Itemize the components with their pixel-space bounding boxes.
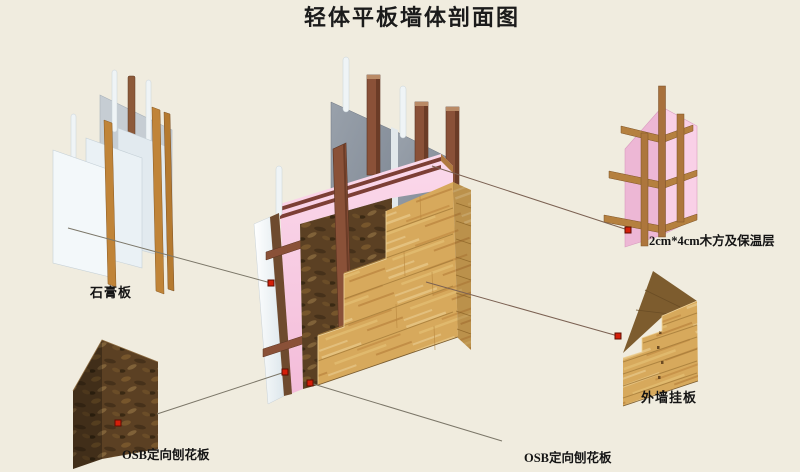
wall-assembly-3d [253, 56, 472, 405]
wood-strip [163, 111, 175, 292]
leader-line-battens [431, 165, 629, 231]
metal-stud [111, 69, 118, 133]
wood-strip [103, 119, 117, 288]
label-osb-left: OSB定向刨花板 [122, 447, 210, 462]
osb-shading [73, 340, 102, 469]
callout-leaders [67, 165, 632, 442]
top-rail [280, 157, 441, 211]
gypsum-board-exhibit [52, 69, 175, 295]
return-slats [455, 202, 472, 335]
gypsum-sheet [52, 149, 111, 278]
osb-panel-right-face [102, 340, 158, 459]
marker-osb-exhibit [114, 419, 122, 427]
metal-stud [342, 56, 350, 113]
siding-plank-lines [317, 207, 454, 362]
marker-osb-a [281, 368, 289, 376]
diagram-title: 轻体平板墙体剖面图 [304, 5, 520, 30]
wood-strip [151, 106, 165, 295]
marker-siding-exhibit [614, 332, 622, 340]
label-osb-center: OSB定向刨花板 [524, 450, 612, 465]
leader-line-osb-center [309, 382, 503, 442]
marker-osb-b [306, 379, 314, 387]
label-battens-insulation: 2cm*4cm木方及保温层 [649, 233, 775, 248]
osb-top-edge [72, 339, 159, 392]
osb-exhibit [72, 339, 159, 469]
label-gypsum-board: 石膏板 [89, 285, 132, 300]
siding-return-face [453, 182, 471, 350]
siding-back-face [623, 271, 697, 353]
stud-layer-edge [270, 213, 292, 396]
leader-line-gypsum [67, 227, 272, 284]
battens-insulation-exhibit [603, 85, 698, 248]
insulation-layer [280, 154, 453, 395]
siding-planks [622, 312, 698, 399]
siding-step-edge [622, 300, 698, 359]
corner-cap [441, 154, 453, 173]
siding-return-shade [453, 182, 471, 350]
siding-knots [657, 331, 665, 393]
osb-layer [300, 198, 392, 389]
marker-battens-exhibit [624, 226, 632, 234]
top-rail [280, 165, 441, 219]
marker-gypsum [267, 279, 275, 287]
leader-line-osb-left [156, 371, 286, 415]
osb-panel-left-face [73, 340, 102, 469]
metal-stud [145, 79, 152, 145]
exterior-siding-exhibit [622, 271, 699, 407]
siding-step-edge [317, 211, 387, 385]
metal-stud [399, 85, 407, 139]
leader-line-siding [425, 281, 619, 337]
label-exterior-siding: 外墙挂板 [640, 390, 697, 405]
vertical-battens [640, 85, 685, 247]
metal-stud [275, 165, 283, 217]
